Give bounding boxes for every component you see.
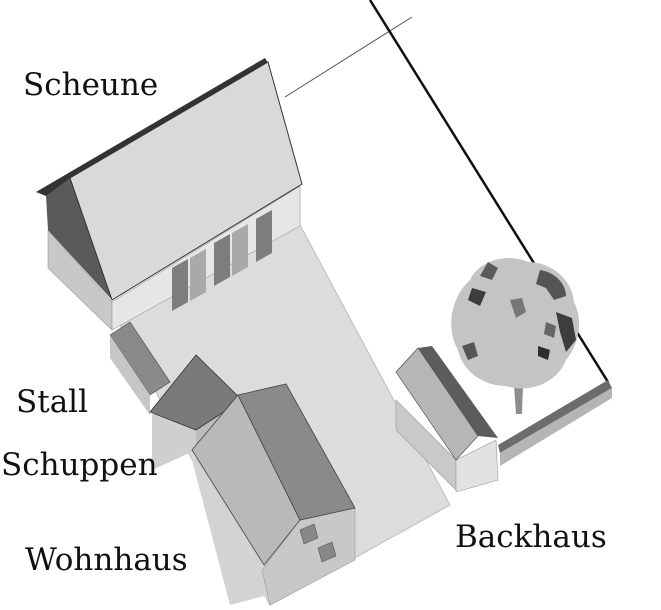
house-front-wall bbox=[192, 440, 268, 605]
tree-shadow-7 bbox=[538, 346, 550, 360]
garden-wall-top bbox=[498, 380, 612, 453]
label-scheune: Scheune bbox=[23, 67, 159, 103]
house-roof-right bbox=[237, 383, 356, 521]
label-wohnhaus: Wohnhaus bbox=[25, 542, 188, 578]
tree-shadow-6 bbox=[462, 342, 478, 360]
tree-trunk bbox=[514, 385, 523, 414]
barn-roof bbox=[69, 61, 303, 301]
tree-shadow-8 bbox=[544, 322, 556, 338]
tree-shadow-1 bbox=[480, 262, 498, 280]
property-line-thin bbox=[284, 16, 413, 98]
label-schuppen: Schuppen bbox=[1, 447, 158, 483]
barn-gable-roof bbox=[46, 178, 112, 300]
stable-roof bbox=[109, 321, 171, 396]
barn-door-3 bbox=[256, 210, 272, 262]
tree-shadow-3 bbox=[536, 270, 566, 300]
barn-door-4 bbox=[190, 249, 206, 301]
house-window-lower bbox=[317, 541, 337, 563]
label-backhaus: Backhaus bbox=[455, 519, 607, 555]
stable-side-wall bbox=[110, 335, 150, 415]
tree-shadow-2 bbox=[468, 288, 486, 306]
house-window-upper bbox=[299, 523, 319, 545]
barn-door-1 bbox=[172, 259, 188, 311]
barn-roof-dark-ridge bbox=[36, 58, 270, 196]
barn-door-5 bbox=[232, 224, 248, 276]
bakehouse-roof-dark bbox=[418, 346, 498, 438]
barn-door-2 bbox=[214, 234, 230, 286]
label-stall: Stall bbox=[16, 384, 89, 420]
tree-shadow-5 bbox=[510, 298, 526, 318]
garden-wall-face bbox=[500, 388, 612, 466]
bakehouse-gable-wall bbox=[455, 439, 499, 493]
tree-shadow-4 bbox=[556, 312, 576, 352]
